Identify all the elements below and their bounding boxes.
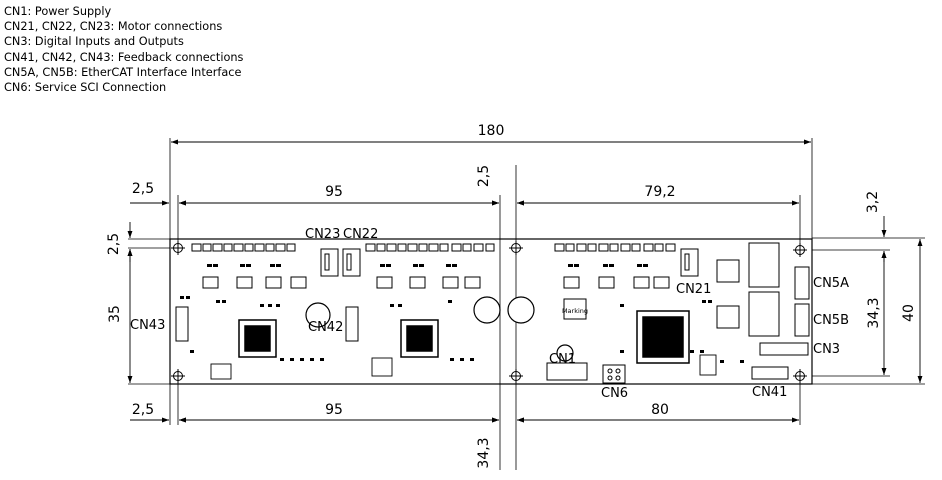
dim-hole-spacing-right: 34,3 bbox=[866, 297, 882, 328]
dim-board-height-inner: 35 bbox=[107, 305, 123, 323]
extension-lines bbox=[128, 138, 925, 470]
connector-labels: CN23 CN22 CN21 CN43 CN42 CN1 CN6 CN41 CN… bbox=[130, 227, 849, 401]
legend-line: CN1: Power Supply bbox=[4, 5, 112, 18]
dim-left-hole-offset-top: 2,5 bbox=[132, 181, 154, 197]
dim-total-width: 180 bbox=[478, 123, 505, 139]
dim-center-gap-top: 2,5 bbox=[476, 165, 492, 187]
label-cn21: CN21 bbox=[676, 282, 711, 297]
dim-right-span-bottom: 80 bbox=[651, 402, 669, 418]
legend-line: CN3: Digital Inputs and Outputs bbox=[4, 35, 184, 49]
connector-legend: CN1: Power Supply CN21, CN22, CN23: Moto… bbox=[4, 4, 243, 95]
mcu-right bbox=[636, 310, 690, 364]
mounting-holes bbox=[171, 241, 807, 383]
right-connectors bbox=[716, 242, 810, 380]
dim-left-edge-hole: 2,5 bbox=[106, 233, 122, 255]
dim-left-hole-offset-bottom: 2,5 bbox=[132, 402, 154, 418]
dim-top-right-offset: 3,2 bbox=[865, 191, 881, 213]
power-connectors bbox=[546, 298, 626, 384]
dim-board-height: 40 bbox=[901, 304, 917, 322]
dimension-labels: 180 2,5 95 2,5 79,2 3,2 2,5 35 34,3 40 2… bbox=[106, 123, 917, 469]
mcu-left bbox=[238, 319, 277, 358]
board-outline bbox=[169, 238, 813, 385]
dim-center-bottom: 34,3 bbox=[476, 437, 492, 468]
component-row-top-left bbox=[191, 243, 495, 252]
label-cn5b: CN5B bbox=[813, 313, 849, 328]
label-cn42: CN42 bbox=[308, 320, 343, 335]
mcu-middle bbox=[400, 319, 439, 358]
motor-connectors bbox=[320, 248, 699, 277]
dim-right-span-top: 79,2 bbox=[644, 184, 675, 200]
feedback-connectors bbox=[175, 306, 359, 342]
dim-left-span-top: 95 bbox=[325, 184, 343, 200]
capacitors bbox=[305, 296, 574, 362]
small-parts bbox=[180, 264, 744, 363]
component-row-top-right bbox=[554, 243, 676, 252]
label-cn5a: CN5A bbox=[813, 276, 849, 291]
label-cn23: CN23 bbox=[305, 227, 340, 242]
legend-line: CN5A, CN5B: EtherCAT Interface Interface bbox=[4, 65, 242, 79]
legend-line: CN41, CN42, CN43: Feedback connections bbox=[4, 50, 244, 64]
dimension-lines bbox=[127, 139, 923, 423]
pin-headers bbox=[210, 354, 717, 380]
legend-line: CN6: Service SCI Connection bbox=[4, 81, 167, 95]
driver-ics bbox=[202, 276, 670, 289]
label-cn22: CN22 bbox=[343, 227, 378, 242]
label-cn6: CN6 bbox=[601, 386, 628, 401]
dim-left-span-bottom: 95 bbox=[325, 402, 343, 418]
chip-marking: Marking bbox=[562, 307, 588, 315]
label-cn43: CN43 bbox=[130, 318, 165, 333]
legend-line: CN21, CN22, CN23: Motor connections bbox=[4, 20, 223, 34]
label-cn3: CN3 bbox=[813, 342, 840, 357]
label-cn41: CN41 bbox=[752, 385, 787, 400]
label-cn1: CN1 bbox=[549, 352, 576, 367]
